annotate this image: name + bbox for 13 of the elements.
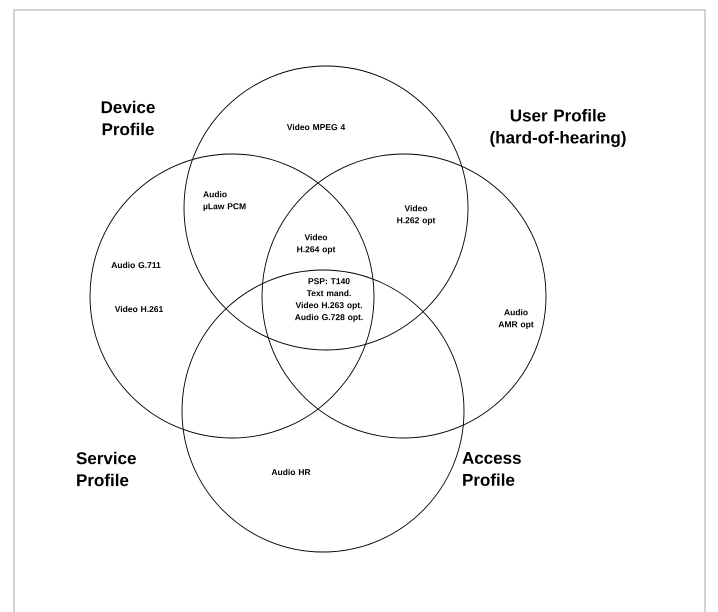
region-label: Video H.264 opt — [297, 234, 336, 254]
profile-heading: Access Profile — [462, 452, 521, 486]
region-label: Video MPEG 4 — [286, 124, 346, 130]
region-label: Audio G.711 — [111, 262, 161, 268]
profile-heading: Service Profile — [76, 452, 136, 486]
region-label: Audio µLaw PCM — [203, 191, 246, 211]
profile-heading: Device Profile — [102, 100, 155, 136]
region-label: PSP: T140 Text mand. Video H.263 opt. Audio G.728 opt. — [294, 278, 363, 322]
profile-heading: User Profile (hard-of-hearing) — [490, 109, 626, 147]
region-label: Audio HR — [272, 468, 310, 476]
region-label: Video H.261 — [114, 306, 164, 312]
region-label: Audio AMR opt — [498, 309, 534, 329]
region-label: Video H.262 opt — [397, 205, 436, 225]
